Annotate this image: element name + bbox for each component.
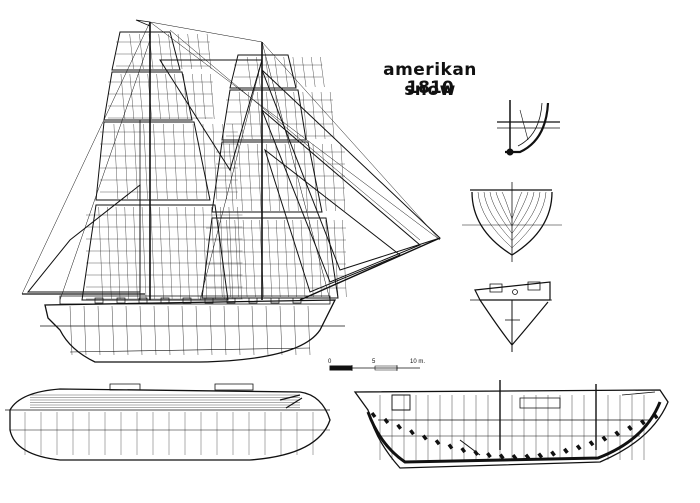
main-course (82, 205, 228, 300)
sail-plan-view (22, 20, 440, 362)
jib (262, 110, 420, 282)
main-royal (112, 32, 180, 70)
flying-jib (265, 150, 400, 292)
scale-label-0: 0 (328, 359, 332, 365)
deck-plan-view (5, 384, 330, 460)
keel (70, 348, 310, 352)
stern-elevation-view (470, 282, 552, 352)
drawing-year: 1810 (406, 78, 454, 98)
fore-royal (230, 55, 296, 88)
hull-frames (70, 306, 310, 355)
rigging-lines (22, 22, 440, 300)
main-staysail (160, 60, 262, 170)
bowsprit (300, 238, 440, 300)
sail-seams (86, 34, 346, 299)
scale-label-5: 5 (372, 359, 376, 365)
fore-topmast-staysail (262, 70, 440, 270)
drawing-title: amerikan snow (383, 60, 477, 100)
scale-bar: 0 5 10 m. (328, 359, 425, 371)
spanker-sail (28, 185, 140, 292)
main-topgallant (104, 72, 192, 120)
fore-course (202, 218, 338, 298)
scale-label-10: 10 m. (410, 359, 425, 365)
fore-topsail (212, 142, 322, 212)
stern-section-view (497, 100, 560, 155)
fore-topgallant (222, 90, 306, 140)
inboard-profile-view (355, 380, 668, 468)
body-plan-view (462, 182, 562, 262)
main-pennant (136, 20, 150, 26)
hull-profile (45, 300, 335, 362)
main-topsail (96, 122, 210, 200)
